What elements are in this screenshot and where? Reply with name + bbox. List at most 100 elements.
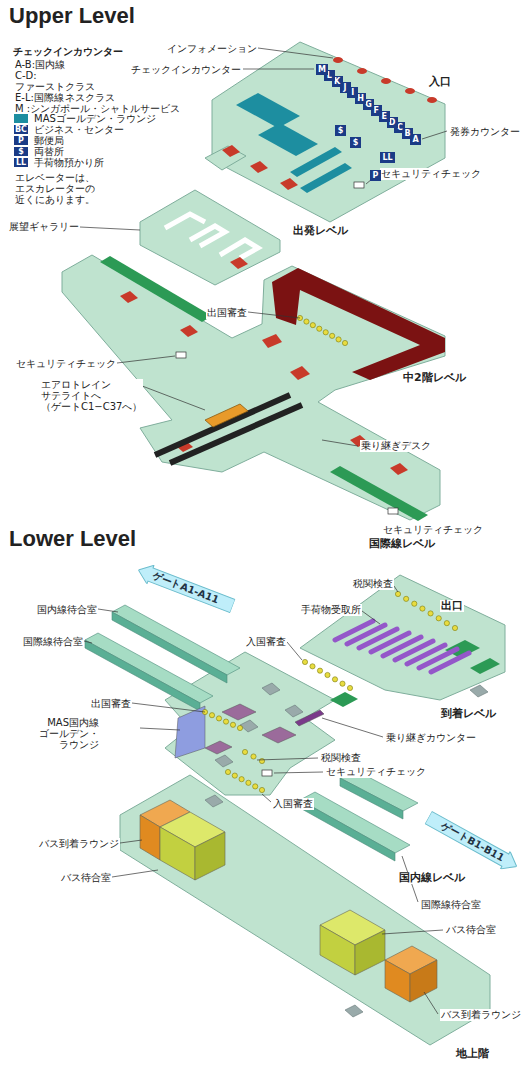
inspection-booth: [428, 611, 433, 616]
map-label: 出国審査: [90, 698, 132, 710]
node-text: F: [374, 106, 379, 115]
icon-letter: LL: [14, 158, 28, 167]
escalator: [390, 463, 408, 475]
legend-row: ビジネス・センター: [14, 124, 124, 135]
lounge-block: [300, 163, 352, 193]
inspection-booth: [216, 716, 221, 721]
legend-icon-slot: [14, 136, 28, 145]
leader-line: [257, 758, 318, 760]
escalator: [180, 325, 198, 337]
legend-icon: [14, 125, 28, 167]
inspection-booth: [336, 337, 341, 342]
lounge-room: [205, 741, 232, 754]
inspection-booth: [444, 621, 449, 626]
baggage-belt: [359, 629, 397, 648]
node-text: E: [381, 112, 386, 121]
inspection-booth: [239, 777, 244, 782]
map-label: 税関検査: [320, 752, 362, 764]
dark-red-block: [272, 268, 445, 380]
gate-arrow: ゲートB1-B11: [423, 809, 521, 875]
baggage-belt: [395, 641, 433, 660]
inspection-booth: [202, 315, 457, 792]
aerotrain-track: [155, 395, 290, 455]
node-text: LL: [382, 153, 392, 162]
leader-line: [120, 840, 142, 843]
inspection-booth: [242, 749, 247, 754]
level-name: 到着レベル: [440, 708, 497, 720]
inspection-booth: [209, 713, 214, 718]
inspection-booth: [251, 754, 256, 759]
level-name: 出発レベル: [292, 225, 349, 237]
inspection-booth: [232, 773, 237, 778]
map-label: セキュリティチェック: [380, 168, 482, 180]
inspection-booth: [330, 333, 335, 338]
inspection-booth: [452, 625, 457, 630]
node-text: ゲートA1-A11: [150, 569, 221, 607]
leader-line: [258, 48, 333, 58]
information-desk: [405, 88, 415, 94]
map-label: バス到着ラウンジ: [38, 838, 120, 850]
area-name: 入口: [428, 76, 452, 88]
gate-strip: [100, 256, 212, 322]
security-gate: [388, 508, 398, 514]
facility-icon: P: [370, 170, 381, 181]
information-desk: [381, 78, 391, 84]
inspection-booth: [223, 719, 228, 724]
escalator: [285, 705, 303, 717]
floor-plate: [205, 146, 246, 170]
gallery-walkway: [190, 226, 225, 246]
legend-note: エレベーターは、エスカレーターの 近くにあります。: [14, 172, 96, 205]
lounge-room: [222, 704, 256, 720]
counter-box: M: [316, 64, 328, 75]
legend-text: ビジネス・センター: [34, 124, 124, 135]
lounge-room: [295, 710, 324, 726]
map-label: 入国審査: [245, 636, 287, 648]
baggage-belt: [335, 621, 373, 640]
node-text: B: [405, 129, 411, 138]
lounge-block: [236, 93, 352, 193]
lounge-block: [236, 93, 300, 128]
leader-line: [362, 611, 380, 624]
bus-lounge: [410, 960, 437, 1002]
waiting-room-slab: [340, 778, 403, 819]
aerotrain-car: [205, 404, 248, 427]
map-label: バス待合室: [445, 924, 497, 936]
waiting-room-slab: [85, 640, 200, 711]
map-label: 出国審査: [206, 307, 248, 319]
leader-line: [274, 772, 323, 773]
map-label: 国際線待合室: [22, 636, 84, 648]
map-label: エアロトレイン サテライトへ （ゲートC1−C37へ）: [40, 379, 143, 412]
inspection-booth: [323, 330, 328, 335]
bus-lounge: [140, 800, 437, 1002]
baggage-belt: [371, 633, 409, 652]
inspection-booth: [412, 601, 417, 606]
leader-line: [287, 642, 302, 660]
level-title: Lower Level: [8, 527, 137, 551]
node-text: $: [353, 138, 359, 147]
lounge-room: [175, 706, 205, 758]
floor-plate: [165, 652, 335, 795]
inspection-booth: [340, 681, 345, 686]
node-text: C: [397, 123, 403, 132]
floor-plate: [140, 190, 280, 285]
bus-lounge: [195, 832, 225, 880]
map-label: バス待合室: [60, 872, 112, 884]
inspection-booth: [325, 672, 330, 677]
inspection-booth: [302, 659, 307, 664]
map-label: 入国審査: [272, 798, 314, 810]
escalator: [215, 755, 233, 767]
inspection-booth: [347, 685, 352, 690]
aerotrain-car: [205, 404, 248, 427]
icon-letter: P: [14, 136, 28, 145]
node-text: $: [338, 126, 344, 135]
baggage-belt: [335, 621, 469, 672]
map-label: セキュリティチェック: [325, 766, 427, 778]
inspection-booth: [225, 769, 230, 774]
floor-plate: [300, 575, 505, 700]
information-desk: [333, 57, 343, 63]
facility-icon: $: [350, 137, 361, 148]
legend-row: 手荷物預かり所: [14, 157, 104, 168]
inspection-booth: [310, 323, 315, 328]
waiting-room-slab: [85, 605, 418, 861]
inspection-booth: [253, 784, 258, 789]
